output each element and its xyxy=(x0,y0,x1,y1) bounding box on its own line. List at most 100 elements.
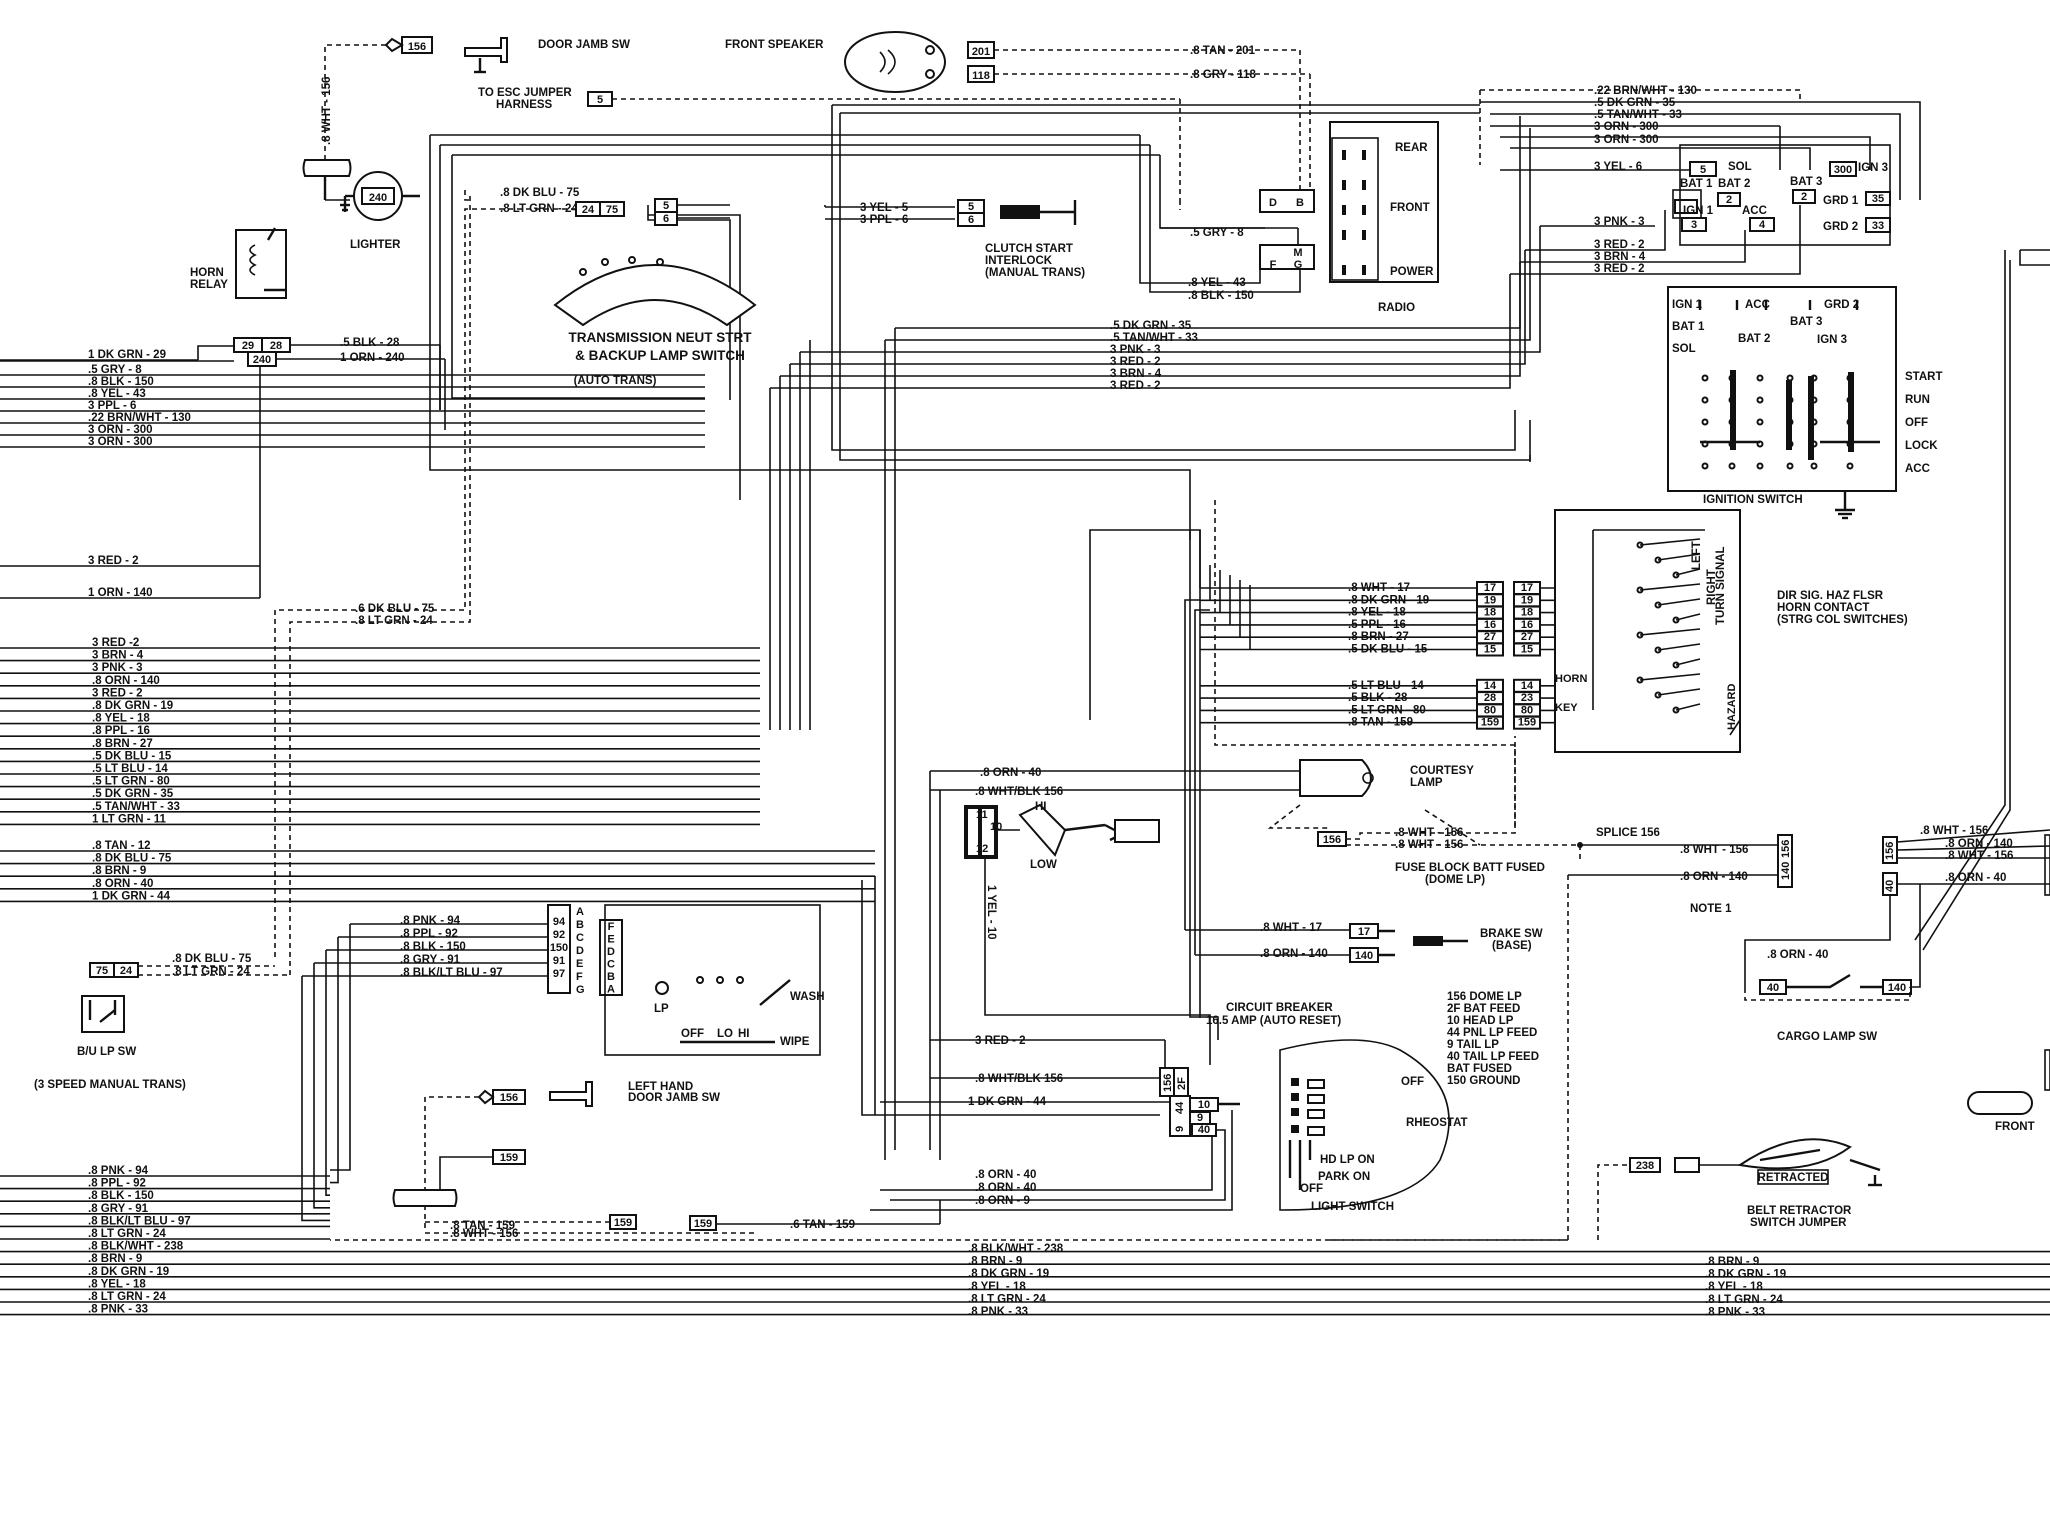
pin-label: 238 xyxy=(1636,1160,1654,1172)
horn-relay-icon xyxy=(235,229,287,299)
pin-label: 201 xyxy=(972,46,990,58)
pin-label: A xyxy=(607,984,615,996)
wire-label: 3 YEL - 6 xyxy=(1594,161,1642,173)
light-switch-label: LIGHT SWITCH xyxy=(1311,1201,1394,1213)
belt-connector xyxy=(1629,1157,1661,1173)
wire xyxy=(1896,845,2050,851)
wiper-sw-connector xyxy=(547,904,571,994)
wash-lamp-icon xyxy=(655,981,669,995)
ign-position-label: ACC xyxy=(1905,463,1930,475)
pin-label: 80 xyxy=(1484,704,1496,716)
brake-label: BRAKE SW xyxy=(1480,928,1543,940)
wire-label: .8 WHT - 156 xyxy=(1945,850,2013,862)
light-sw-label: OFF xyxy=(1401,1076,1424,1088)
wire xyxy=(1184,599,1200,930)
light-sw-terminal xyxy=(1307,1094,1325,1104)
courtesy-label: LAMP xyxy=(1410,777,1443,789)
wire xyxy=(1064,823,1106,832)
pin-label: 240 xyxy=(253,354,271,366)
wire xyxy=(1657,553,1701,561)
wire-label: .5 TAN/WHT - 33 xyxy=(1594,109,1682,121)
ign-term-label: ACC xyxy=(1745,299,1770,311)
ign-position-label: OFF xyxy=(1905,417,1928,429)
wire-label: .8 BLK - 150 xyxy=(88,376,154,388)
wire xyxy=(1189,530,1219,1040)
pin-label: 3 xyxy=(1691,219,1697,231)
pin-label: F xyxy=(1270,259,1277,271)
pin-label: 6 xyxy=(663,213,669,225)
light-sw-terminal xyxy=(1307,1126,1325,1136)
light-sw-terminal xyxy=(1291,1078,1299,1086)
wire-label: .8 WHT - 156 xyxy=(450,1228,518,1240)
dir-sig-label: (STRG COL SWITCHES) xyxy=(1777,614,1908,626)
pin-label: 9 xyxy=(1174,1126,1186,1132)
wire-label: .5 DK GRN - 35 xyxy=(1594,97,1676,109)
ign-connector xyxy=(1681,217,1707,232)
wiper-label: WIPE xyxy=(780,1036,810,1048)
switch-contact xyxy=(656,258,664,266)
belt-label: BELT RETRACTOR xyxy=(1747,1205,1852,1217)
bu-connector xyxy=(113,962,139,978)
wire xyxy=(325,950,330,1196)
pin-label: G xyxy=(1294,259,1303,271)
breaker-label: CIRCUIT BREAKER xyxy=(1226,1002,1333,1014)
pin-label: 91 xyxy=(553,955,565,967)
wire-label: 1 ORN - 140 xyxy=(88,587,153,599)
wire-label: .8 ORN - 40 xyxy=(980,767,1041,779)
wire xyxy=(885,128,1531,341)
wire-label: 1 LT GRN - 11 xyxy=(92,813,167,825)
wire xyxy=(313,963,330,1209)
wiper-motor-icon xyxy=(1114,819,1160,843)
wire-label: .8 TAN - 159 xyxy=(450,1220,515,1232)
tan-connector xyxy=(689,1215,717,1231)
wire-label: .8 DK GRN - 19 xyxy=(88,1266,169,1278)
front-lamp-label: FRONT xyxy=(1995,1121,2035,1133)
switch-contact xyxy=(1756,374,1764,382)
switch-contact xyxy=(696,976,704,984)
ign-term-label: BAT 3 xyxy=(1790,176,1822,188)
ign-contact-bar xyxy=(1848,372,1854,452)
pin-label: 94 xyxy=(553,916,566,928)
retracted-label: RETRACTED xyxy=(1758,1172,1829,1184)
speaker-coil xyxy=(879,49,896,75)
wire-label: .6 TAN - 159 xyxy=(790,1219,855,1231)
pin-label: 140 xyxy=(1780,862,1792,880)
switch-contact xyxy=(1786,462,1794,470)
ign-term-label: BAT 1 xyxy=(1680,178,1713,190)
belt-label: SWITCH JUMPER xyxy=(1750,1217,1847,1229)
wiper-label: LOW xyxy=(1030,859,1057,871)
pin-label: 80 xyxy=(1521,704,1533,716)
wire-label: .8 BLK/LT BLU - 97 xyxy=(88,1215,191,1227)
ign-contact-bar xyxy=(1730,370,1736,450)
wire-label: .8 ORN - 40 xyxy=(1767,949,1828,961)
turn-label: LEFT xyxy=(1691,541,1703,570)
pin-label: 2F xyxy=(1176,1077,1188,1090)
wire xyxy=(870,1110,1233,1211)
wire-label: .8 PPL - 92 xyxy=(400,928,458,940)
splice-label: SPLICE 156 xyxy=(1596,827,1660,839)
pin-label: F xyxy=(576,971,583,983)
radio-rear-label: REAR xyxy=(1395,142,1428,154)
wire-label: .8 ORN - 9 xyxy=(975,1195,1030,1207)
pin-label: 156 xyxy=(408,41,426,53)
wire xyxy=(439,1156,493,1190)
pin-label: 27 xyxy=(1521,631,1533,643)
dir-sig-switch-icon xyxy=(1554,509,1741,753)
wire-label: .8 WHT - 156 xyxy=(321,77,333,145)
ign-term-label: IGN 3 xyxy=(1817,334,1847,346)
light-sw-terminal xyxy=(1291,1125,1299,1133)
radio-panel xyxy=(1331,137,1379,281)
ign-term-label: BAT 2 xyxy=(1718,178,1750,190)
wire-label: .5 BLK - 28 xyxy=(340,337,400,349)
pin-label: 5 xyxy=(968,201,974,213)
pin-label: 35 xyxy=(1872,193,1884,205)
ign-connector xyxy=(1792,189,1816,204)
radio-pin xyxy=(1342,230,1346,240)
wire xyxy=(1744,987,1911,1001)
turn-label: HORN xyxy=(1555,673,1587,685)
belt-connector-blank xyxy=(1674,1157,1700,1173)
wire xyxy=(1346,736,1516,840)
dome-lamp-icon xyxy=(392,1189,458,1207)
wire-label: .8 YEL - 18 xyxy=(968,1281,1026,1293)
radio-pin xyxy=(1342,265,1346,275)
